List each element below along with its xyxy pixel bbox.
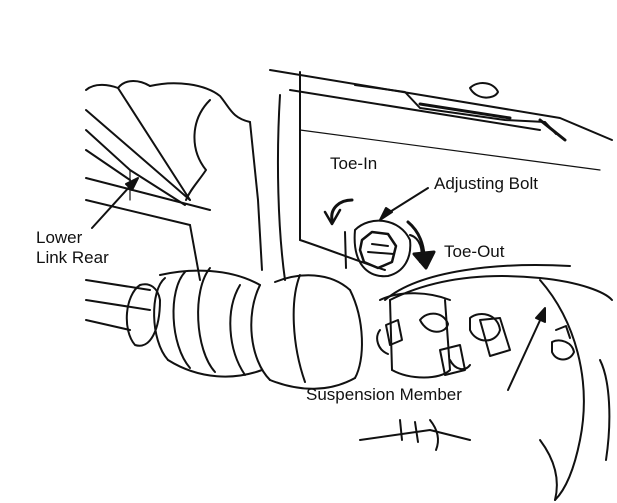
lower-link-rear-leader [91,183,133,229]
toe-in-label: Toe-In [330,154,378,173]
lower-link-rear-label: Lower Link Rear [36,228,109,267]
hex-bolt-icon [344,219,423,278]
adjusting-bolt-label: Adjusting Bolt [434,174,538,193]
lower-chassis [359,419,471,451]
wheel-rotor [384,264,613,501]
curved-arrow-left-icon [323,198,354,226]
body-panel [269,69,613,281]
hub-assembly [376,292,511,379]
leader-lines [91,177,546,391]
toe-out-label: Toe-Out [444,242,505,261]
curved-arrow-down-icon [406,220,436,270]
drive-shaft [85,267,363,390]
frame-bracket [85,80,263,271]
adjusting-bolt-leader [384,187,429,216]
suspension-member-leader [507,315,543,391]
suspension-member-label: Suspension Member [306,385,462,404]
